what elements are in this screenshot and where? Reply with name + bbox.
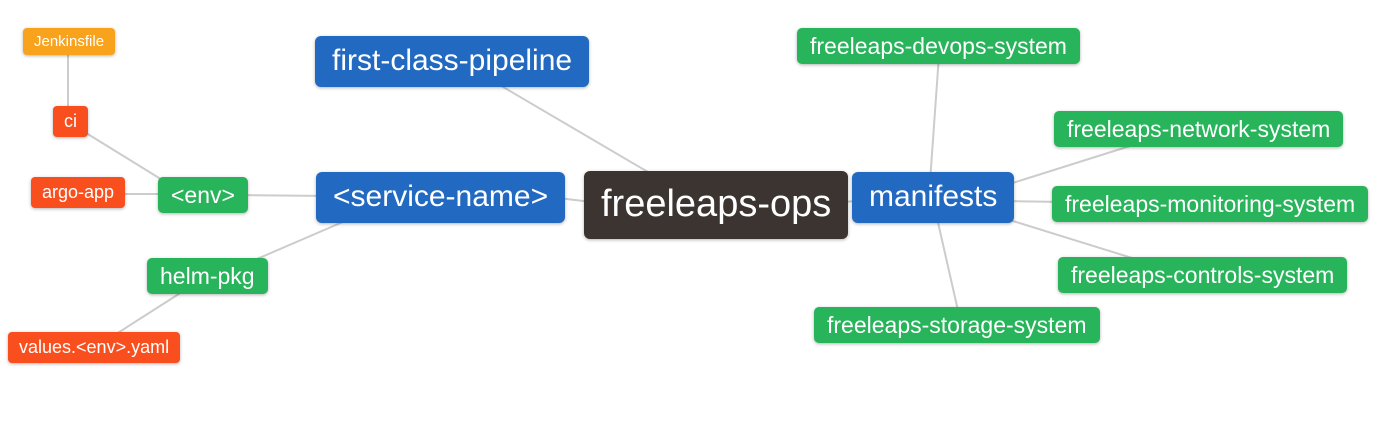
node-freeleaps-ops[interactable]: freeleaps-ops <box>584 171 849 239</box>
node-helm-pkg[interactable]: helm-pkg <box>147 258 268 295</box>
node-first-class-pipeline[interactable]: first-class-pipeline <box>315 36 590 87</box>
node-freeleaps-devops-system[interactable]: freeleaps-devops-system <box>797 28 1080 65</box>
node-service-name[interactable]: <service-name> <box>316 172 566 223</box>
node-freeleaps-storage-system[interactable]: freeleaps-storage-system <box>814 307 1100 344</box>
node-freeleaps-network-system[interactable]: freeleaps-network-system <box>1054 111 1344 148</box>
connector-helm-pkg-to-service-name <box>249 217 353 263</box>
connector-manifests-to-freeleaps-devops-system <box>929 54 940 183</box>
node-freeleaps-monitoring-system[interactable]: freeleaps-monitoring-system <box>1052 186 1369 223</box>
connector-env-to-service-name <box>234 194 331 197</box>
connector-manifests-to-freeleaps-controls-system <box>999 216 1146 263</box>
connector-values-env-yaml-to-helm-pkg <box>109 289 186 339</box>
connector-manifests-to-freeleaps-network-system <box>999 145 1131 188</box>
node-freeleaps-controls-system[interactable]: freeleaps-controls-system <box>1058 257 1348 294</box>
node-env[interactable]: <env> <box>158 177 248 214</box>
node-ci[interactable]: ci <box>53 106 88 137</box>
node-manifests[interactable]: manifests <box>852 172 1015 223</box>
connector-ci-to-env <box>77 127 173 187</box>
node-argo-app[interactable]: argo-app <box>31 177 126 208</box>
node-jenkinsfile[interactable]: Jenkinsfile <box>23 28 116 56</box>
connector-first-class-pipeline-to-freeleaps-ops <box>497 83 666 183</box>
node-values-env-yaml[interactable]: values.<env>.yaml <box>8 332 181 363</box>
connector-manifests-to-freeleaps-storage-system <box>936 217 960 316</box>
